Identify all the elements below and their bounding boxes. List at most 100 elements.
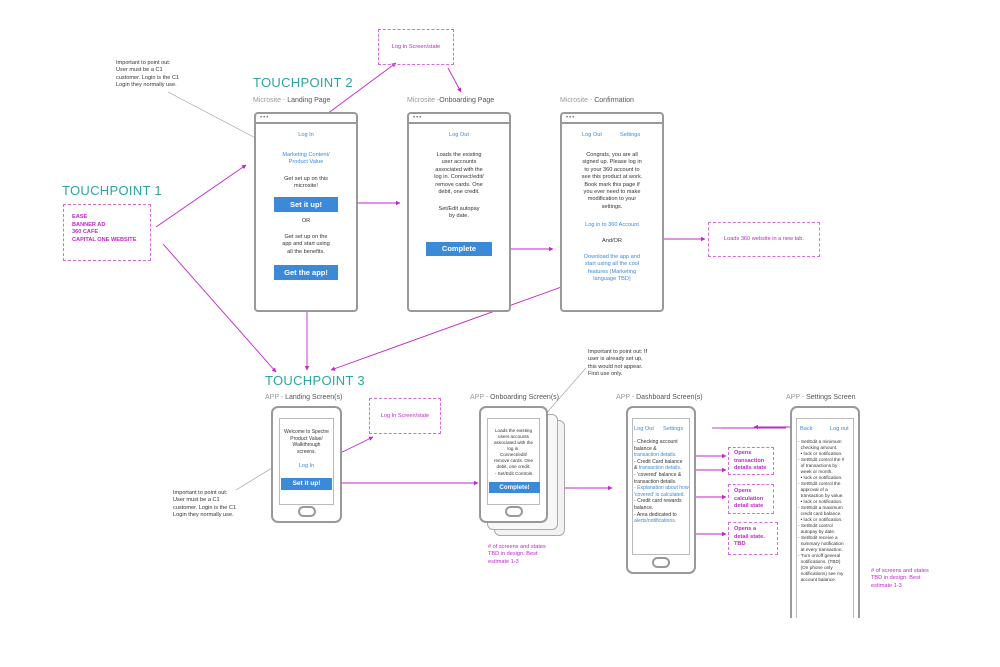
line: user accounts: [441, 159, 477, 166]
dashboard-settings-link[interactable]: Settings: [663, 426, 684, 432]
settings-item: - Set/Edit a maximum: [798, 505, 843, 511]
line: - Checking account: [634, 439, 678, 445]
app-login-link[interactable]: Log In: [298, 463, 315, 469]
source-item: EASE: [72, 214, 88, 220]
line: &: [634, 465, 638, 472]
line: Connect/edit/: [499, 451, 528, 457]
settings-item: week or month.: [798, 469, 833, 475]
line: associated with the: [493, 439, 534, 445]
arrow-login-state-to-onboarding: [447, 67, 462, 93]
settings-item: approval of a: [798, 487, 828, 493]
complete-button[interactable]: Complete: [426, 242, 492, 256]
settings-logout-link[interactable]: Log out: [830, 426, 849, 432]
phone-screen: [279, 418, 334, 505]
touchpoint-2-label: TOUCHPOINT 2: [253, 75, 353, 90]
dash-item-alerts: - Area dedicated to alerts/notifications…: [634, 512, 692, 525]
app-onboarding-title: APP - Onboarding Screen(s): [470, 394, 559, 401]
get-the-app-button[interactable]: Get the app!: [274, 265, 338, 280]
set-it-up-button[interactable]: Set it up!: [274, 197, 338, 212]
app-onboarding-body: Loads the existing users accounts associ…: [481, 428, 546, 470]
settings-item: • lock or notification.: [798, 475, 843, 481]
line: Product Value: [288, 159, 324, 166]
settings-item: - Turn on/off general: [798, 553, 841, 559]
dash-item-credit: - Credit Card balance & transaction deta…: [634, 459, 692, 472]
confirmation-body: Congrats, you are all signed up. Please …: [562, 152, 662, 211]
settings-back-link[interactable]: Back: [800, 426, 813, 432]
note-line: Important to point out:: [173, 490, 228, 496]
line: signed up. Please log in: [582, 159, 642, 166]
dash-item-explanation-link[interactable]: - Explanation about how 'covered' is cal…: [634, 485, 689, 498]
login-state-app: Log In Screen/state: [369, 398, 441, 434]
settings-items: - Set/Edit a minimum checking amount. • …: [798, 439, 858, 583]
line: Marketing Content/: [282, 152, 330, 158]
line: detail state: [734, 503, 764, 510]
line: details state: [734, 465, 767, 472]
line: calculation: [734, 495, 764, 502]
arrow-tp1-landing: [155, 164, 247, 228]
settings-item: at every transaction.: [798, 547, 843, 553]
confirmation-logout-link[interactable]: Log Out: [582, 132, 602, 138]
line: Set/Edit autopay: [438, 206, 480, 212]
dashboard-logout-link[interactable]: Log Out: [634, 426, 654, 432]
title-text: Landing Page: [287, 97, 331, 104]
note-top-left: Important to point out: User must be a C…: [116, 60, 206, 89]
line: start using all the cool: [584, 261, 640, 268]
line: estimate 1-3: [871, 582, 902, 589]
line: screens.: [297, 448, 316, 455]
line: balance.: [634, 505, 654, 512]
line: settings.: [601, 203, 623, 210]
line: Opens: [734, 450, 752, 456]
line: Loads the existing: [436, 152, 482, 158]
callout-transaction-details: Opens transaction details state: [728, 447, 774, 475]
transaction-details-link[interactable]: transaction details.: [638, 465, 682, 472]
download-app-link[interactable]: Download the app and start using all the…: [562, 254, 662, 284]
confirmation-title: Microsite - Confirmation: [560, 97, 634, 104]
settings-item: - Set/Edit receive a: [798, 535, 838, 541]
line: balance &: [634, 445, 657, 452]
settings-item: transaction by value.: [798, 493, 844, 499]
settings-item: account balance.: [798, 577, 837, 583]
login-360-link[interactable]: Log in to 360 Account: [585, 222, 639, 228]
setup-text: Get set up on this microsite!: [256, 176, 356, 191]
alerts-link[interactable]: alerts/notifications.: [634, 518, 677, 525]
confirmation-settings-link[interactable]: Settings: [620, 132, 641, 138]
arrow-tp1-app-landing: [162, 243, 277, 373]
window-dots-icon: •••: [260, 115, 270, 121]
confirmation-page-frame: ••• Log Out Settings Congrats, you are a…: [560, 112, 664, 312]
title-text: Onboarding Screen(s): [490, 394, 559, 401]
landing-login-link[interactable]: Log In: [298, 132, 314, 138]
arrow-download-app: [330, 280, 579, 371]
transaction-details-link[interactable]: transaction details.: [634, 452, 677, 459]
line: Walkthrough: [292, 442, 321, 449]
line: Get set up on this: [284, 176, 328, 182]
line: remove cards. One: [493, 457, 534, 463]
settings-item: checking amount.: [798, 445, 838, 451]
line: remove cards. One: [435, 181, 483, 188]
title-prefix: APP -: [470, 394, 491, 401]
line: - Credit Card balance: [634, 458, 683, 465]
title-text: Onboarding Page: [439, 97, 495, 104]
line: Opens a: [734, 526, 757, 532]
onboarding-body: Loads the existing user accounts associa…: [409, 152, 509, 196]
settings-item: - Set/Edit control the: [798, 481, 841, 487]
line: to your 360 account to: [584, 166, 640, 173]
title-text: Landing Screen(s): [285, 394, 343, 401]
settings-item: • lock or notification.: [798, 517, 843, 523]
onboarding-logout-link[interactable]: Log Out: [449, 132, 469, 138]
callout-alerts-detail: Opens a detail state. TBD: [728, 522, 778, 555]
app-complete-button[interactable]: Complete!: [489, 482, 540, 493]
app-set-it-up-button[interactable]: Set it up!: [281, 478, 332, 490]
line: Loads the existing: [494, 428, 533, 433]
source-item: BANNER AD: [72, 221, 106, 228]
settings-item: (On phone only: [798, 565, 833, 571]
browser-bar: •••: [409, 114, 509, 124]
marketing-content: Marketing Content/ Product Value: [256, 152, 356, 167]
line: features (Marketing: [587, 268, 637, 275]
settings-item: - Set/Edit control: [798, 523, 833, 529]
touchpoint-1-label: TOUCHPOINT 1: [62, 183, 162, 198]
settings-item: notifications. (TBD): [798, 559, 841, 565]
source-item: CAPITAL ONE WEBSITE: [72, 236, 137, 243]
line: associated with the: [435, 166, 483, 173]
home-button-icon: [297, 506, 316, 517]
line: microsite!: [294, 183, 318, 190]
